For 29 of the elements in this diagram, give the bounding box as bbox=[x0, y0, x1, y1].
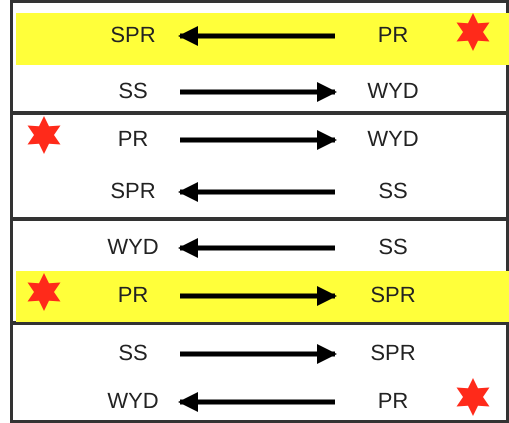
node-label: SPR bbox=[83, 15, 183, 55]
node-label: WYD bbox=[338, 119, 448, 159]
node-label: WYD bbox=[83, 227, 183, 267]
node-label: SS bbox=[338, 171, 448, 211]
node-label: WYD bbox=[83, 381, 183, 421]
node-label: PR bbox=[338, 381, 448, 421]
group-panel bbox=[10, 322, 509, 423]
arrow bbox=[178, 392, 335, 412]
node-label: SS bbox=[338, 227, 448, 267]
arrow bbox=[178, 238, 335, 258]
node-label: PR bbox=[83, 275, 183, 315]
node-label: SS bbox=[83, 333, 183, 373]
node-label: SS bbox=[83, 71, 183, 111]
group-panel bbox=[10, 0, 509, 114]
arrow bbox=[178, 182, 335, 202]
node-label: SPR bbox=[83, 171, 183, 211]
node-label: SPR bbox=[338, 333, 448, 373]
highlight-band bbox=[16, 271, 509, 323]
highlight-band bbox=[16, 13, 509, 65]
arrow bbox=[178, 26, 335, 46]
node-label: SPR bbox=[338, 275, 448, 315]
node-label: PR bbox=[83, 119, 183, 159]
arrow bbox=[180, 344, 337, 364]
group-panel bbox=[10, 218, 509, 324]
node-label: WYD bbox=[338, 71, 448, 111]
arrow bbox=[180, 130, 337, 150]
arrow bbox=[180, 82, 337, 102]
arrow bbox=[180, 286, 337, 306]
node-label: PR bbox=[338, 15, 448, 55]
